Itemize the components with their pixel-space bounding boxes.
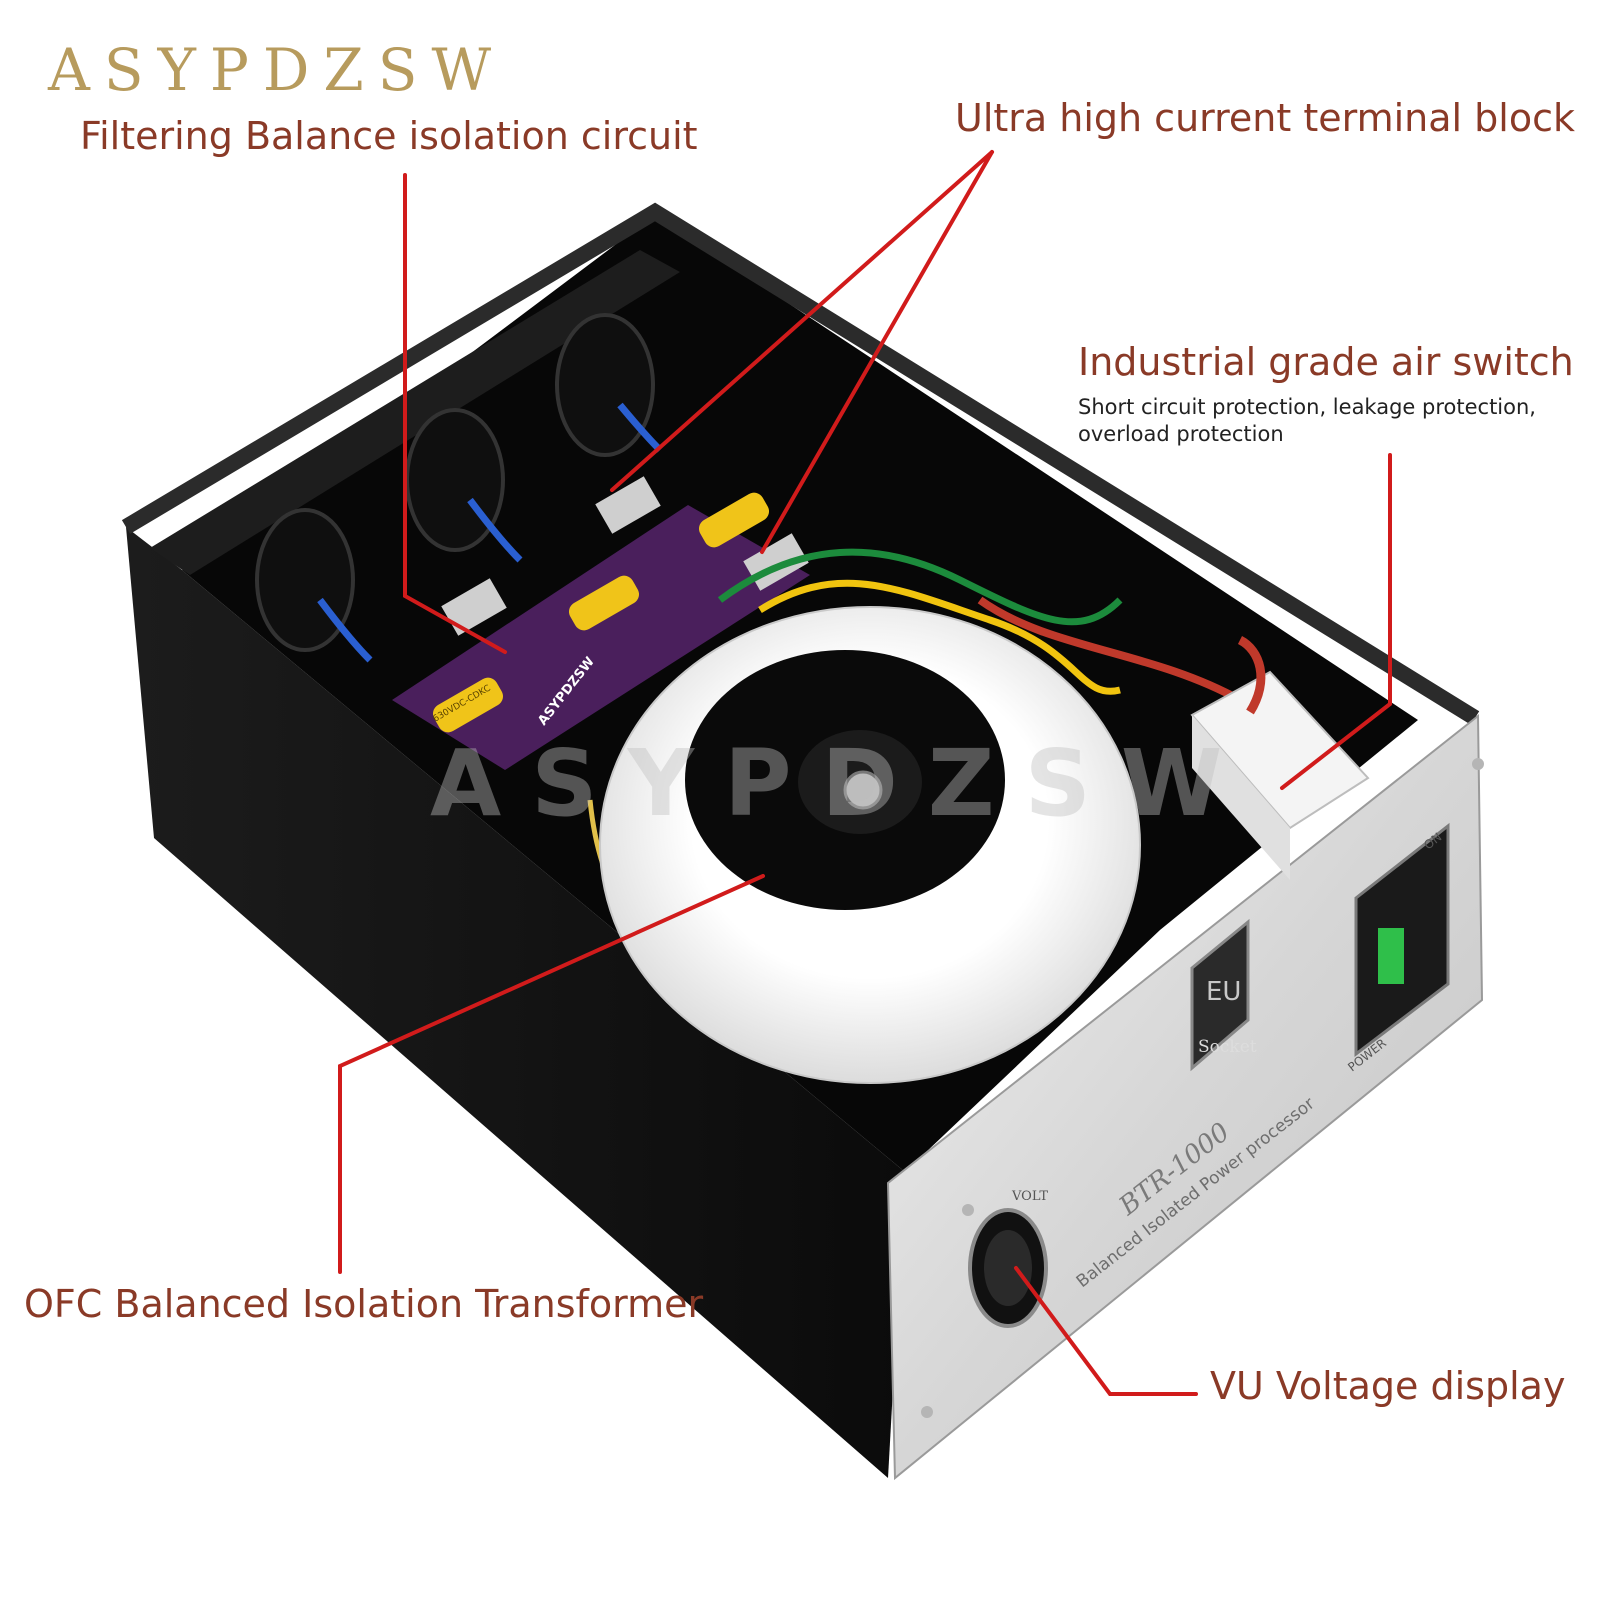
callout-filter: Filtering Balance isolation circuit: [80, 114, 698, 158]
leader-filter: [403, 173, 507, 654]
leader-terminal-a: [610, 150, 994, 492]
iec-socket: [555, 313, 655, 457]
chassis-side-panel: [126, 527, 905, 1478]
leader-terminal-b: [760, 150, 994, 554]
volt-meter: VOLT: [968, 1189, 1048, 1328]
breaker-lever[interactable]: [1378, 928, 1404, 984]
terminal-block: [441, 578, 507, 636]
socket-display: EU Socket: [1190, 918, 1257, 1072]
iec-sockets: [255, 313, 663, 663]
center-bolt: [843, 770, 883, 810]
callout-switch: Industrial grade air switch: [1078, 340, 1574, 384]
socket-badge: EU: [1206, 977, 1241, 1007]
capacitor: [568, 575, 640, 631]
screw: [1472, 758, 1484, 770]
front-panel: EU Socket POWER ON BTR-1000 Balanced Iso…: [886, 713, 1484, 1481]
toroidal-transformer: [599, 606, 1141, 1084]
callout-transformer: OFC Balanced Isolation Transformer: [24, 1282, 704, 1326]
callout-vu: VU Voltage display: [1210, 1364, 1566, 1408]
socket-label: Socket: [1198, 1037, 1257, 1057]
chassis-rim: [121, 202, 1480, 725]
air-switch: [1190, 635, 1370, 880]
leader-vu: [1014, 1266, 1198, 1396]
callout-terminal: Ultra high current terminal block: [955, 96, 1575, 140]
leader-transformer: [338, 874, 765, 1274]
terminal-block: [595, 476, 661, 534]
capacitor: [698, 492, 770, 548]
brand-logo: ASYPDZSW: [48, 36, 506, 104]
screw: [962, 1204, 974, 1216]
screw: [921, 1406, 933, 1418]
leader-lines: [338, 150, 1392, 1396]
leader-switch: [1280, 453, 1392, 790]
back-panel-rail: [150, 250, 680, 575]
watermark: ASYPDZSW: [430, 730, 1253, 837]
volt-label: VOLT: [1011, 1189, 1048, 1204]
callout-switch-detail: Short circuit protection, leakage protec…: [1078, 395, 1536, 446]
